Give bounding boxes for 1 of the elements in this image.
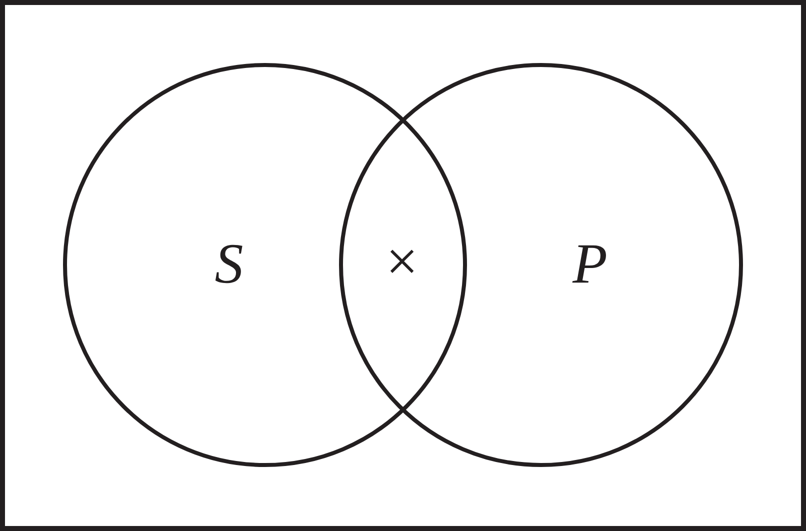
cross-mark: ×: [390, 250, 414, 273]
